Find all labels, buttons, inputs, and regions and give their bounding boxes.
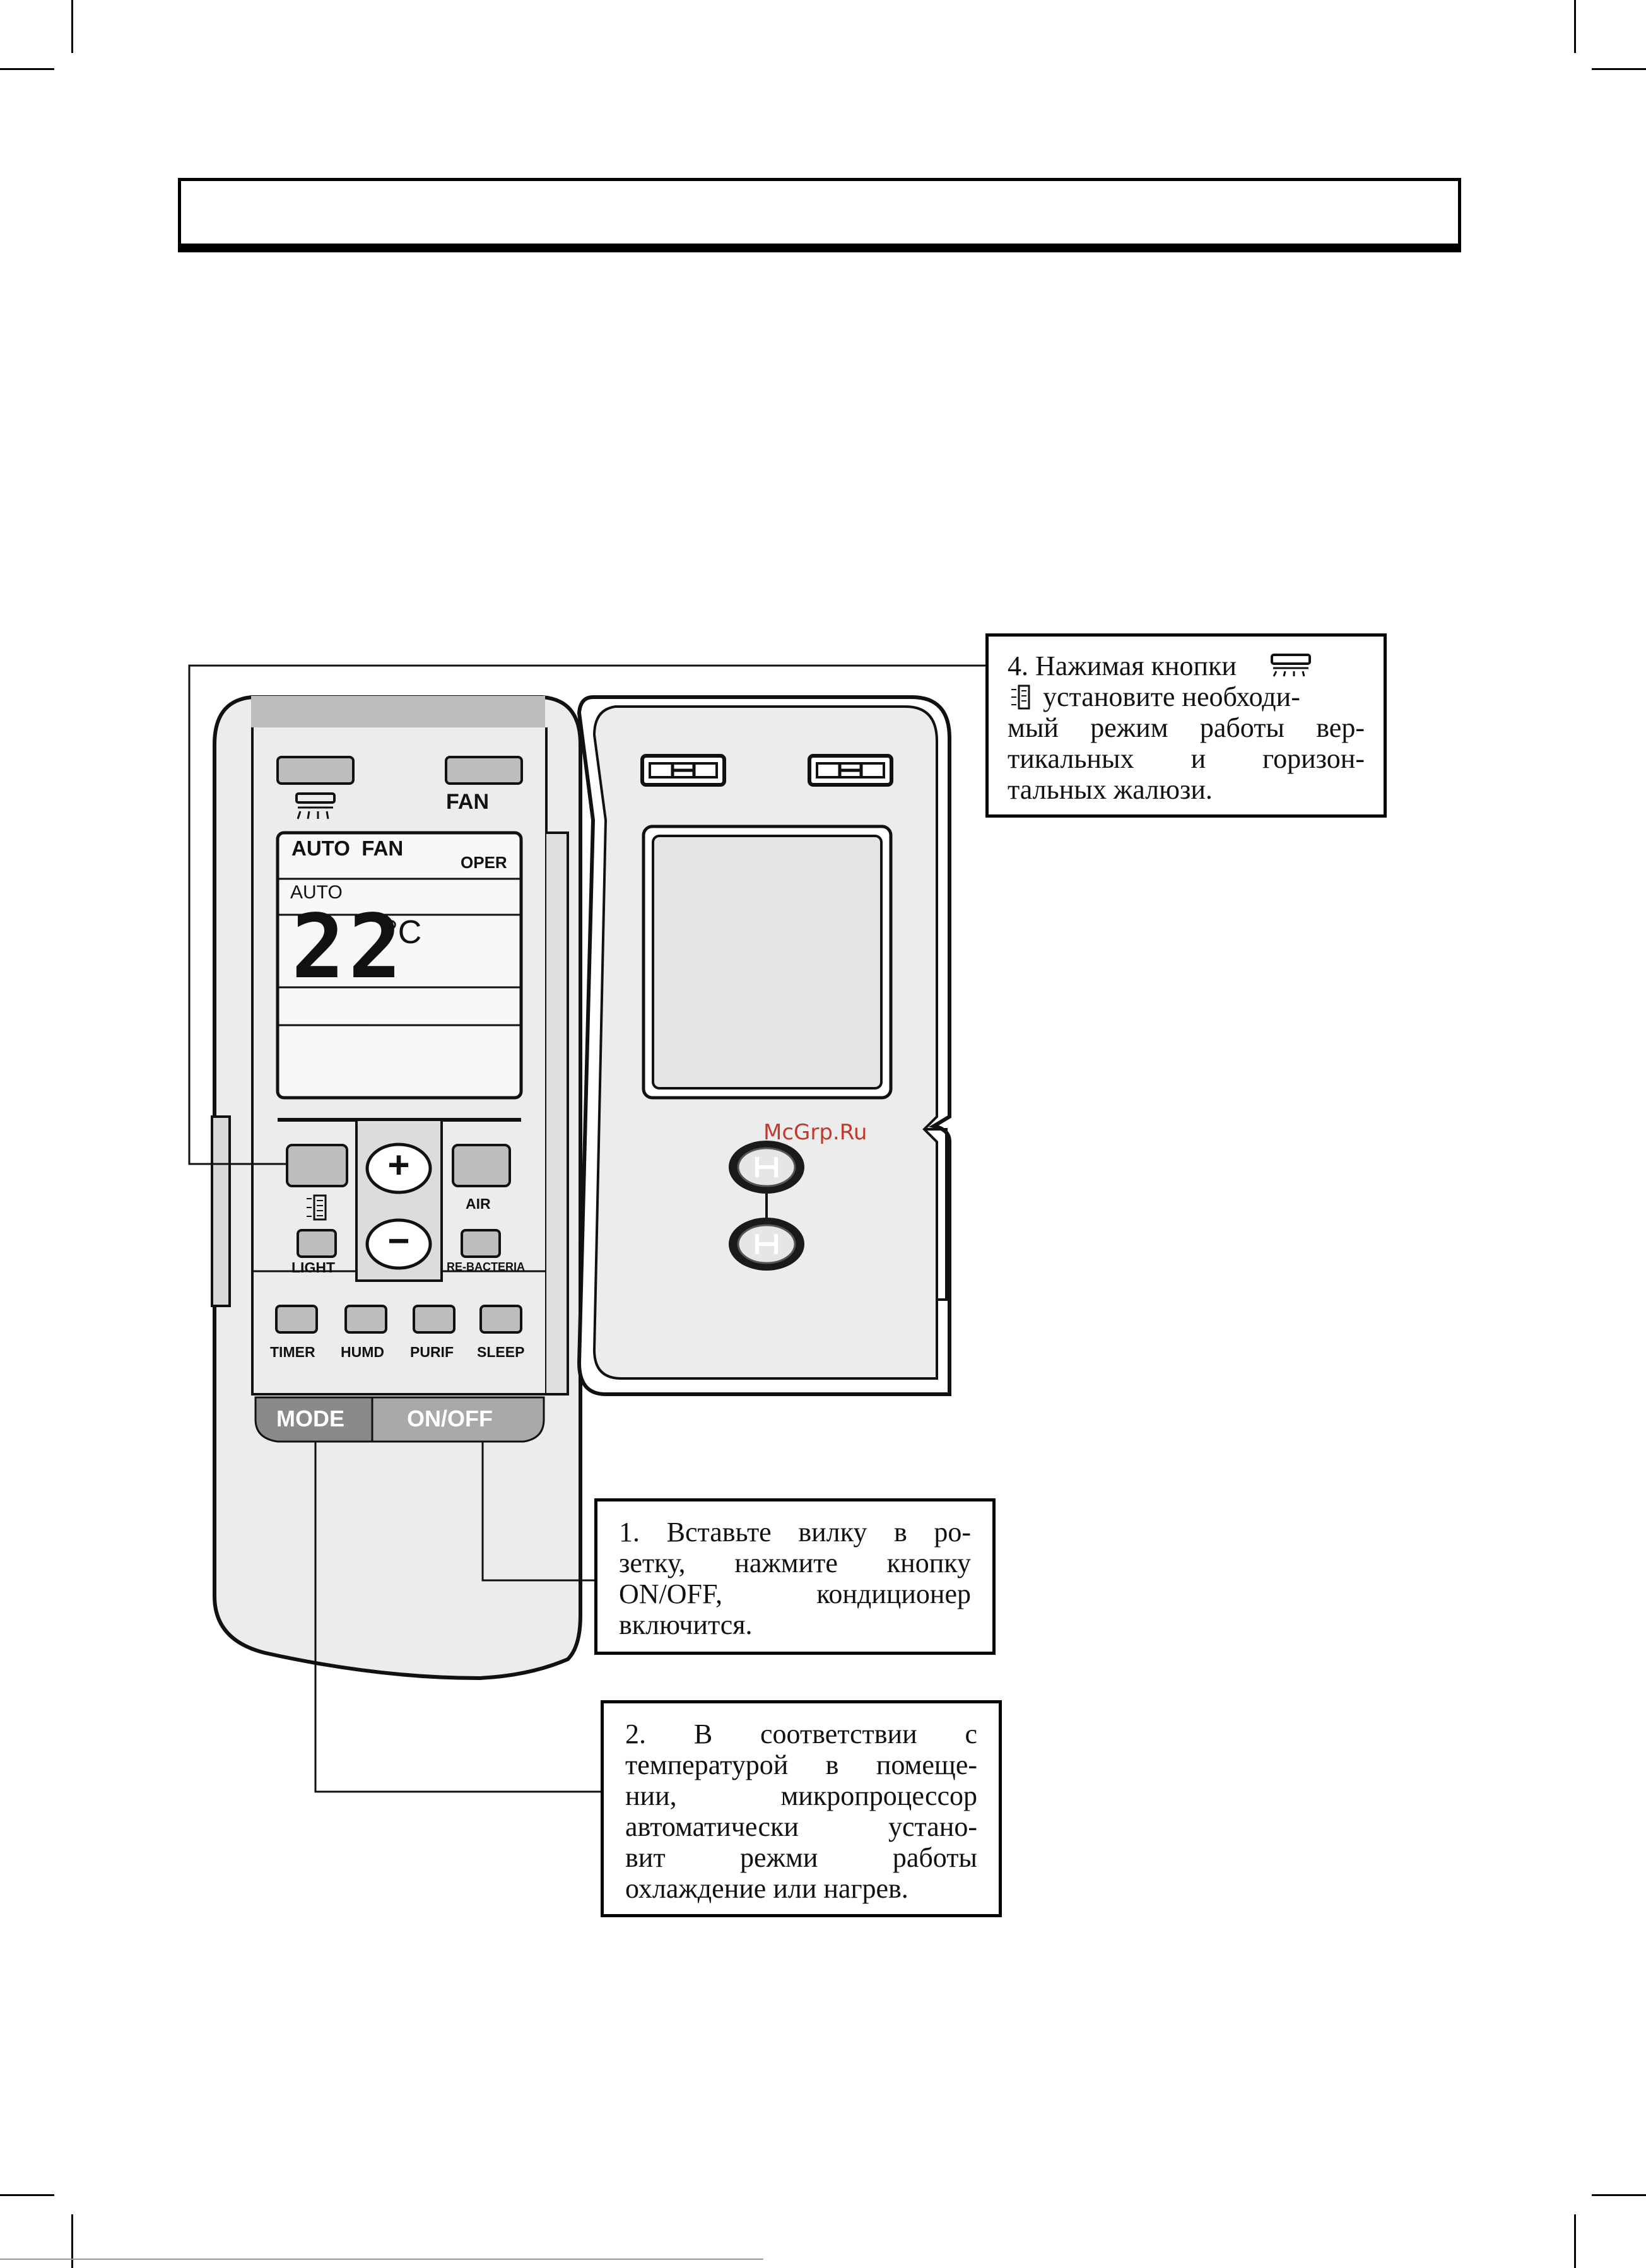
cover-h-round-button-bottom: [729, 1218, 804, 1271]
temp-up-button[interactable]: [365, 1143, 432, 1194]
callout-2-line-4: автоматически устано-: [625, 1811, 977, 1842]
crop-mark: [71, 0, 73, 53]
lcd-mode-line: AUTO FAN: [291, 837, 404, 860]
purif-label: PURIF: [410, 1344, 454, 1360]
swing-horizontal-icon: [1270, 654, 1311, 677]
swing-vertical-icon: [307, 1194, 327, 1221]
leader-lines: [188, 664, 987, 1793]
callout-4-line-3: мый режим работы вер-: [1008, 712, 1365, 743]
timer-button[interactable]: [275, 1305, 318, 1334]
lcd-unit: °C: [385, 914, 422, 951]
crop-mark: [1592, 2194, 1646, 2196]
callout-step-2: 2. В соответствии с температурой в помещ…: [601, 1700, 1002, 1917]
swing-vertical-button[interactable]: [286, 1144, 348, 1187]
flip-cover: [577, 695, 951, 1396]
callout-2-line-1: 2. В соответствии с: [625, 1719, 977, 1749]
sleep-label: SLEEP: [477, 1344, 525, 1360]
page-header-box: [178, 178, 1461, 252]
crop-mark: [1574, 0, 1576, 53]
rebacteria-button[interactable]: [461, 1229, 501, 1258]
onoff-button[interactable]: [371, 1396, 545, 1443]
swing-button[interactable]: [276, 756, 355, 785]
callout-1-line-2: зетку, нажмите кнопку: [619, 1548, 971, 1578]
humd-button[interactable]: [344, 1305, 387, 1334]
callout-2-line-2: температурой в помеще-: [625, 1749, 977, 1780]
swing-vertical-icon: [1011, 685, 1030, 710]
mode-label: MODE: [276, 1406, 344, 1431]
mode-button[interactable]: [254, 1396, 373, 1443]
crop-mark: [0, 2194, 54, 2196]
callout-step-4: 4. Нажимая кнопки установите необходи- м…: [985, 633, 1387, 818]
plus-symbol: +: [387, 1144, 410, 1186]
crop-mark: [0, 68, 54, 70]
callout-1-line-3: ON/OFF, кондиционер: [619, 1578, 971, 1609]
callout-4-line-1: 4. Нажимая кнопки: [1008, 650, 1365, 681]
sleep-button[interactable]: [479, 1305, 522, 1334]
cover-h-button-left: [640, 754, 726, 787]
callout-4-line-5: тальных жалюзи.: [1008, 774, 1213, 805]
crop-mark: [1574, 2214, 1576, 2268]
cover-h-button-right: [808, 754, 893, 787]
callout-4-line-2: установите необходи-: [1008, 681, 1365, 712]
purif-button[interactable]: [413, 1305, 456, 1334]
fan-button[interactable]: [445, 756, 523, 785]
timer-label: TIMER: [270, 1344, 315, 1360]
air-button[interactable]: [452, 1144, 511, 1187]
callout-1-line-4: включится.: [619, 1609, 753, 1640]
temp-down-button[interactable]: [365, 1218, 432, 1270]
air-label: AIR: [466, 1196, 491, 1212]
lcd-oper-label: OPER: [461, 853, 507, 872]
light-button[interactable]: [297, 1229, 337, 1258]
crop-mark: [71, 2214, 73, 2268]
light-label: LIGHT: [291, 1259, 335, 1276]
callout-1-line-1: 1. Вставьте вилку в ро-: [619, 1517, 971, 1548]
fan-label: FAN: [446, 790, 489, 814]
minus-symbol: −: [387, 1219, 410, 1262]
crop-mark: [1592, 68, 1646, 70]
callout-2-line-3: нии, микропроцессор: [625, 1780, 977, 1811]
callout-4-line-4: тикальных и горизон-: [1008, 743, 1365, 774]
callout-step-1: 1. Вставьте вилку в ро- зетку, нажмите к…: [594, 1498, 996, 1655]
callout-2-line-5: вит режми работы: [625, 1842, 977, 1873]
lcd-screen: [276, 831, 523, 1100]
swing-horizontal-icon: [295, 792, 336, 820]
rebacteria-label: RE-BACTERIA: [447, 1260, 525, 1273]
bottom-rule: [0, 2259, 763, 2260]
lcd-temperature: 22: [291, 896, 406, 999]
cover-h-round-button-top: [729, 1141, 804, 1194]
watermark: McGrp.Ru: [763, 1120, 867, 1145]
humd-label: HUMD: [341, 1344, 384, 1360]
onoff-label: ON/OFF: [407, 1406, 493, 1431]
callout-2-line-6: охлаждение или нагрев.: [625, 1873, 908, 1904]
lcd-auto-label: AUTO: [290, 882, 343, 903]
